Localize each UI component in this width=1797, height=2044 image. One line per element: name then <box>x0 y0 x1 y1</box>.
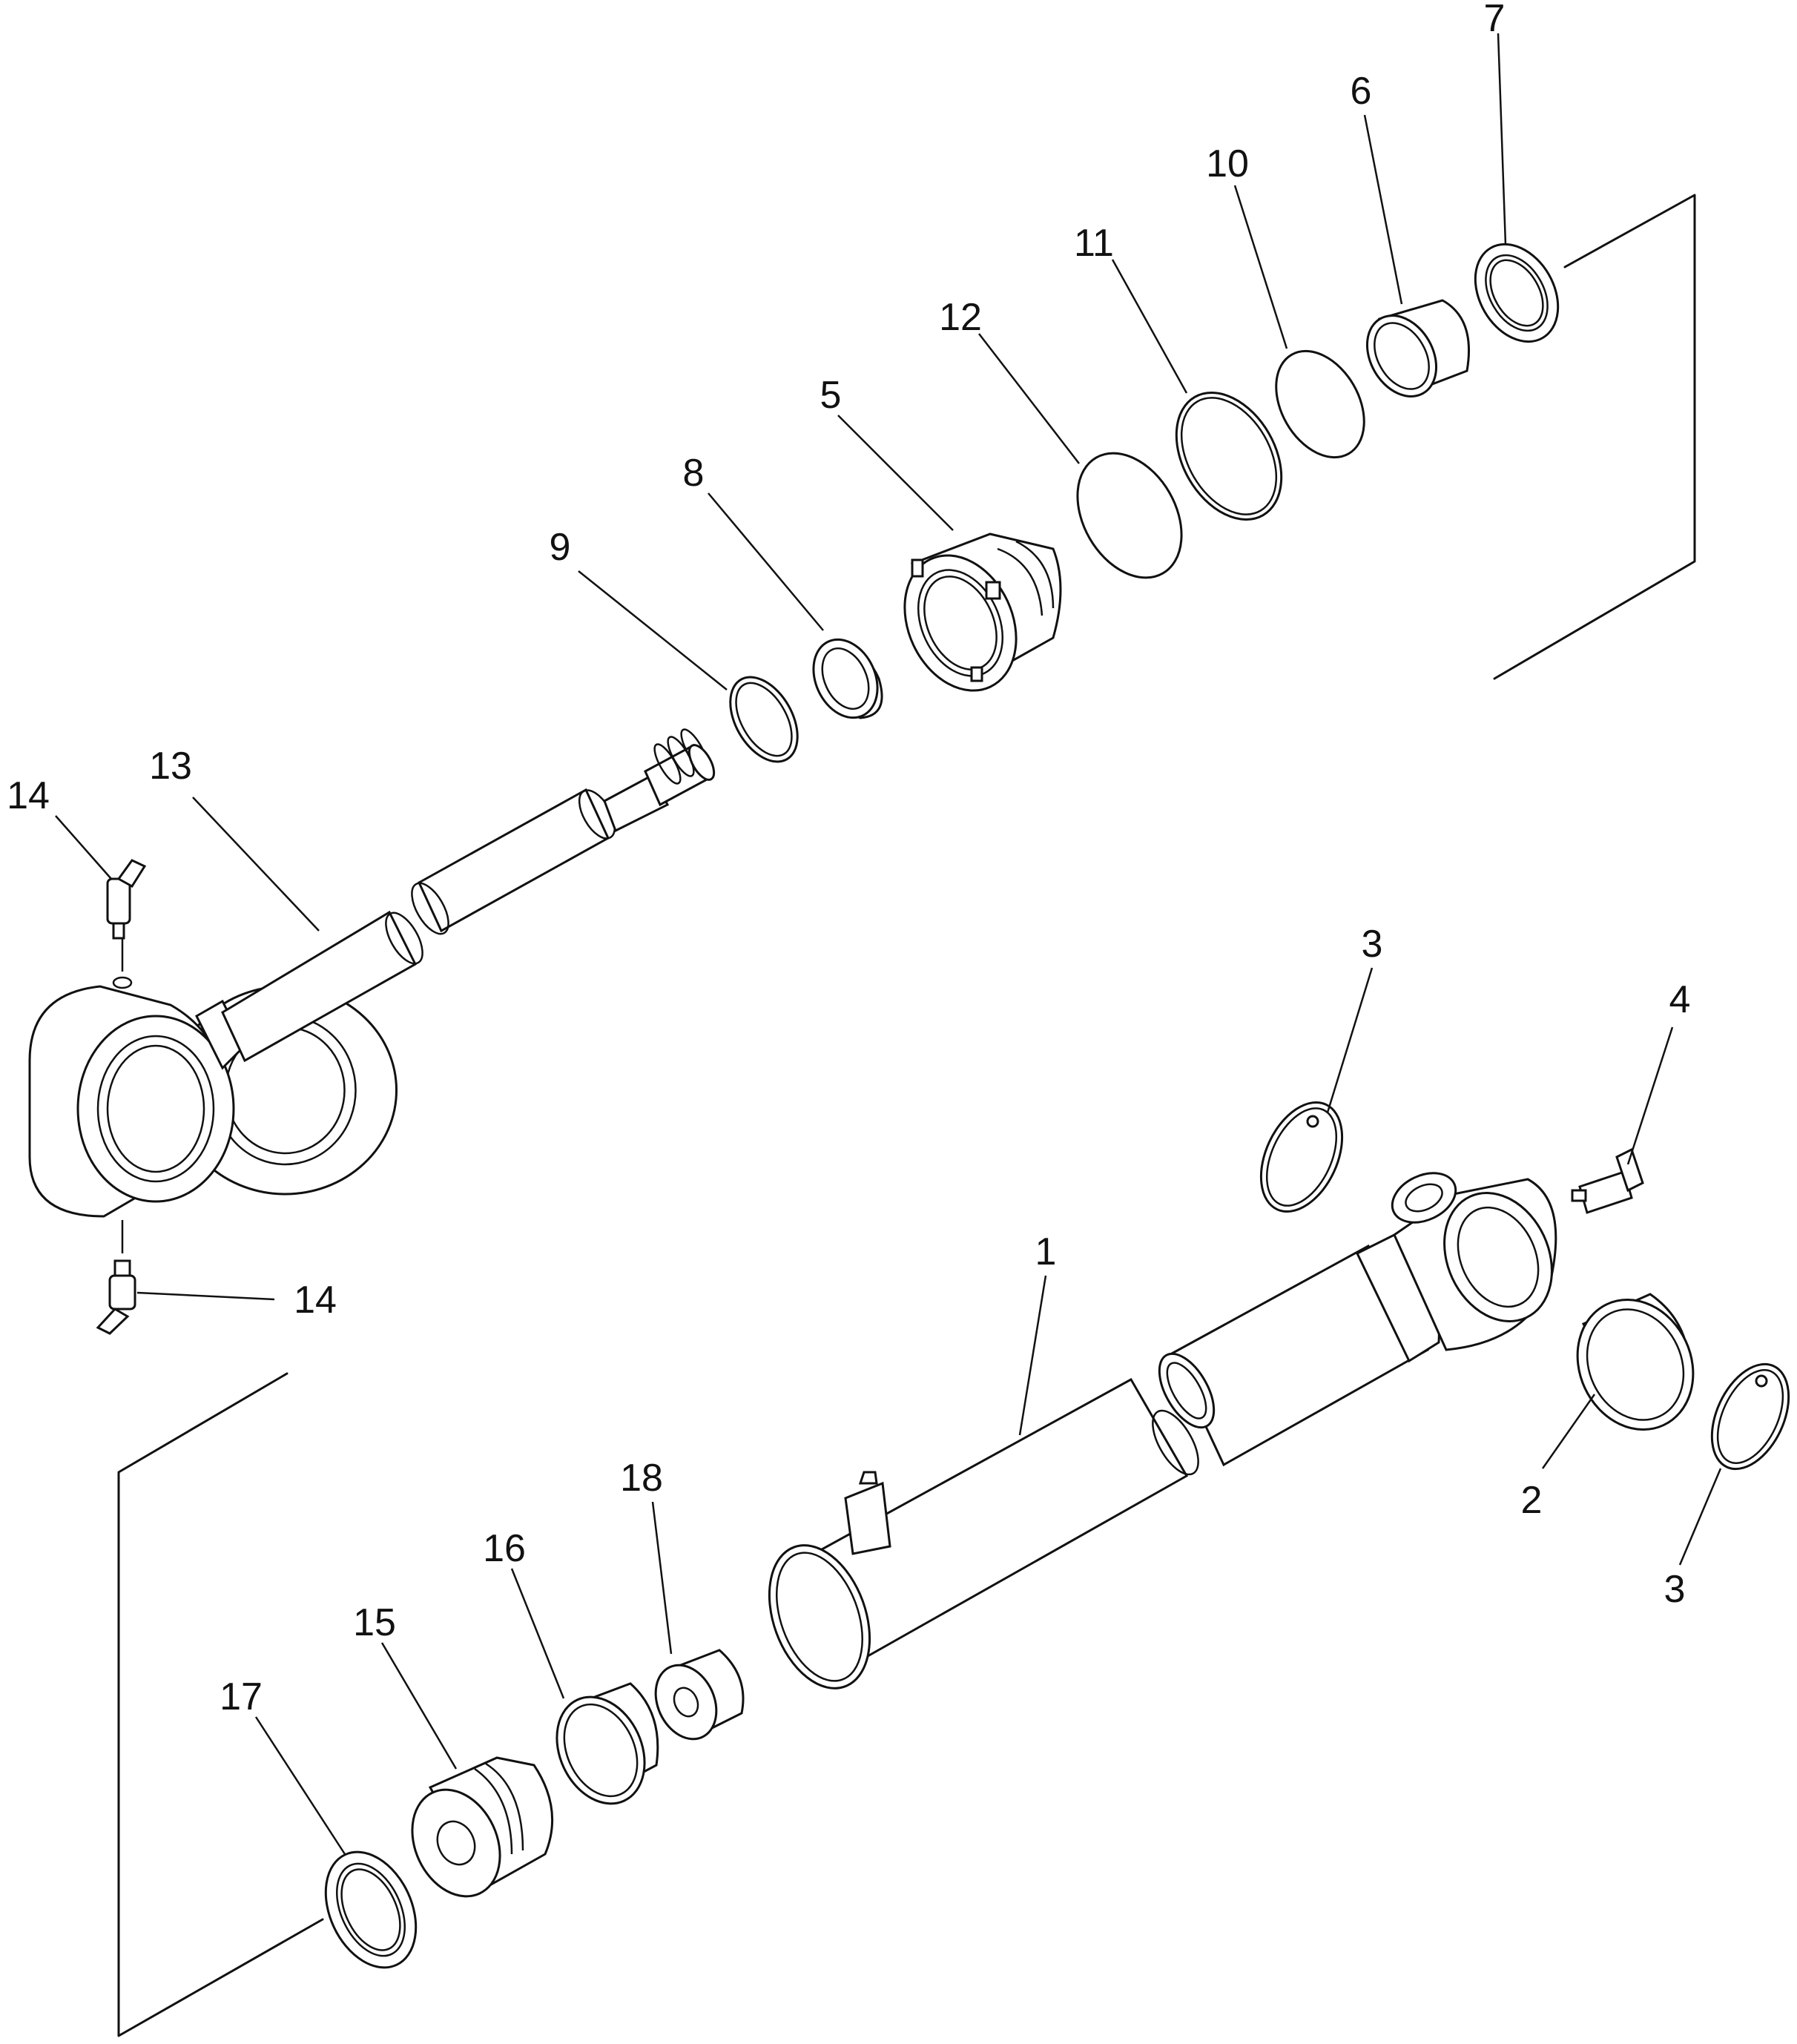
assembly-bracket-lower <box>117 1372 324 2037</box>
leader-18 <box>651 1501 673 1655</box>
part-nut-18 <box>654 1649 745 1741</box>
leader-6 <box>1363 114 1403 305</box>
rod-eye <box>28 728 716 1253</box>
callout-4: 4 <box>1669 978 1691 1021</box>
leader-10 <box>1233 185 1288 349</box>
leader-5 <box>837 415 954 531</box>
callout-3-lower: 3 <box>1664 1568 1686 1611</box>
part-bushing-2 <box>1576 1293 1695 1431</box>
assembly-bracket-upper <box>1493 194 1696 680</box>
callout-14-lower: 14 <box>294 1279 337 1322</box>
part-snap-ring-3-lower <box>1710 1362 1790 1471</box>
part-wear-ring-16 <box>555 1682 659 1805</box>
callout-9: 9 <box>550 526 571 569</box>
leader-1 <box>1018 1275 1047 1436</box>
callout-12: 12 <box>939 296 982 339</box>
leader-15 <box>380 1642 458 1770</box>
leader-14-lower <box>136 1291 275 1301</box>
leader-14-upper <box>55 815 112 880</box>
callout-15: 15 <box>353 1601 396 1644</box>
callout-16: 16 <box>483 1527 526 1570</box>
callout-2: 2 <box>1521 1479 1543 1522</box>
callout-7: 7 <box>1484 0 1506 40</box>
callout-10: 10 <box>1206 142 1249 185</box>
part-bushing-6 <box>1365 299 1470 398</box>
leader-12 <box>978 333 1080 464</box>
leader-8 <box>708 492 824 631</box>
callout-14-upper: 14 <box>7 774 50 817</box>
callout-18: 18 <box>620 1457 663 1500</box>
part-grease-fitting-4 <box>1571 1147 1644 1214</box>
callout-13: 13 <box>149 745 192 788</box>
leader-lines <box>55 33 1722 1855</box>
callout-11: 11 <box>1074 222 1114 265</box>
part-bushing-8 <box>812 638 883 719</box>
leader-4 <box>1626 1026 1674 1165</box>
part-grease-fitting-lower <box>96 1259 136 1335</box>
leader-11 <box>1111 259 1188 394</box>
part-o-ring-10 <box>1275 349 1365 459</box>
part-piston-15 <box>411 1756 554 1898</box>
callout-6: 6 <box>1351 70 1372 113</box>
leader-2 <box>1541 1394 1596 1469</box>
leader-7 <box>1497 33 1507 245</box>
leader-16 <box>510 1568 565 1699</box>
part-dust-seal-7 <box>1474 243 1560 343</box>
leader-9 <box>578 570 728 690</box>
callout-1: 1 <box>1035 1230 1057 1273</box>
leader-3-lower <box>1678 1468 1722 1566</box>
leader-13 <box>192 797 320 932</box>
leader-3-upper <box>1326 967 1374 1113</box>
leader-17 <box>254 1716 346 1855</box>
part-cylinder-head-5 <box>903 533 1062 692</box>
part-snap-ring-3-upper <box>1259 1101 1344 1213</box>
part-grease-fitting-upper <box>106 859 147 940</box>
part-cylinder-tube <box>768 1172 1557 1689</box>
callout-3-upper: 3 <box>1362 923 1383 966</box>
callouts: 7 6 10 11 12 5 8 9 13 14 14 3 4 1 2 3 18… <box>7 0 1690 1718</box>
callout-5: 5 <box>820 374 842 417</box>
part-snap-ring-9 <box>729 676 799 763</box>
part-seal-ring-17 <box>324 1850 418 1969</box>
part-backup-ring-11 <box>1175 392 1283 521</box>
callout-17: 17 <box>220 1675 263 1718</box>
callout-8: 8 <box>683 452 705 495</box>
part-o-ring-12 <box>1076 452 1183 579</box>
